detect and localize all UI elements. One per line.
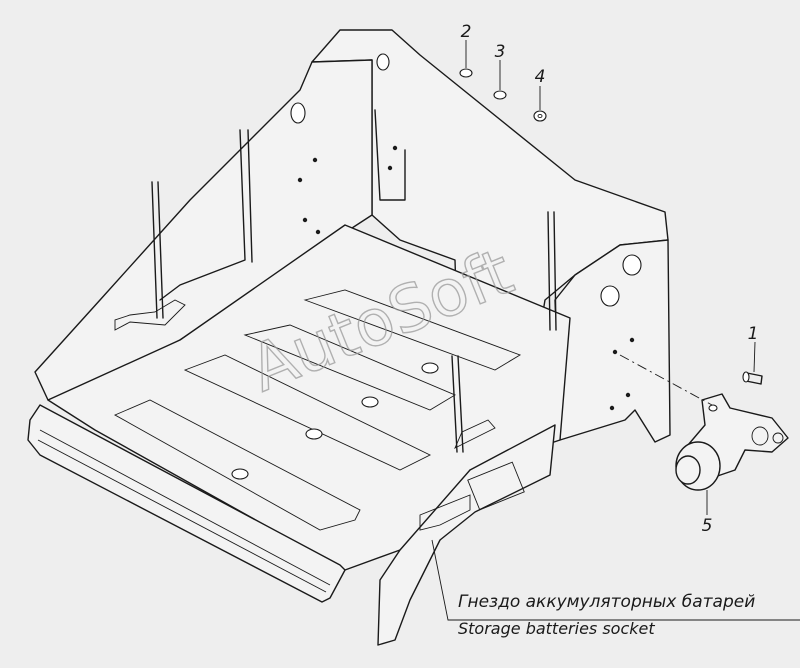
floor-panel-2 [183, 354, 432, 471]
nut-part-2 [459, 40, 473, 78]
callout-5: 5 [702, 516, 713, 536]
floor-panel-1 [113, 399, 361, 531]
bolt-part-1 [742, 341, 763, 385]
floor-hole [305, 428, 323, 440]
floor-panel-4 [303, 289, 522, 371]
floor-hole [361, 396, 379, 408]
callout-4: 4 [535, 67, 546, 87]
spring-washer-part-3 [493, 60, 507, 100]
front-lip [27, 404, 346, 603]
callout-3: 3 [495, 42, 506, 62]
caption-russian: Гнездо аккумуляторных батарей [458, 592, 756, 612]
caption-leader [431, 539, 800, 621]
battery-switch-part-5 [675, 393, 789, 515]
callout-2: 2 [461, 22, 472, 42]
callout-1: 1 [748, 324, 759, 344]
back-wall [311, 29, 669, 366]
clamp-rod-front [451, 355, 464, 453]
clamp-rod-left [151, 181, 164, 319]
wall-hole [622, 254, 642, 276]
washer-part-4 [533, 86, 547, 122]
clamp-rod-back [547, 211, 557, 331]
floor-panel-3 [243, 324, 456, 411]
wall-hole [376, 53, 390, 71]
floor-hole [231, 468, 249, 480]
caption-english: Storage batteries socket [458, 619, 655, 638]
wall-hole [290, 102, 306, 124]
floor-hole [421, 362, 439, 374]
right-side-plate [554, 239, 671, 443]
wall-hole [600, 285, 620, 307]
front-bracket [377, 424, 556, 646]
